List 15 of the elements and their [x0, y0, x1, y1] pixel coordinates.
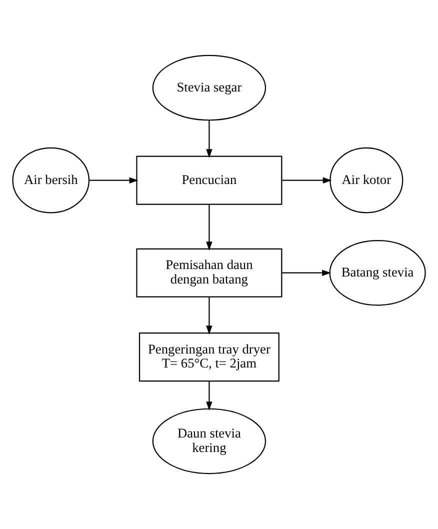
- arrow: [89, 177, 138, 184]
- arrow: [206, 120, 212, 158]
- node-box: Pemisahan daun dengan batang: [136, 248, 282, 298]
- node-box: Pencucian: [136, 156, 282, 205]
- arrow: [282, 270, 332, 276]
- arrow: [206, 204, 212, 251]
- node-ellipse: Air kotor: [330, 147, 404, 214]
- node-box: Pengeringan tray dryer T= 65°C, t= 2jam: [138, 332, 280, 382]
- node-ellipse: Stevia segar: [152, 54, 266, 121]
- node-ellipse: Daun stevia kering: [152, 408, 266, 474]
- arrow: [206, 381, 212, 410]
- arrow: [206, 297, 212, 335]
- node-ellipse: Batang stevia: [329, 240, 426, 306]
- arrow: [282, 177, 332, 184]
- node-ellipse: Air bersih: [12, 147, 90, 214]
